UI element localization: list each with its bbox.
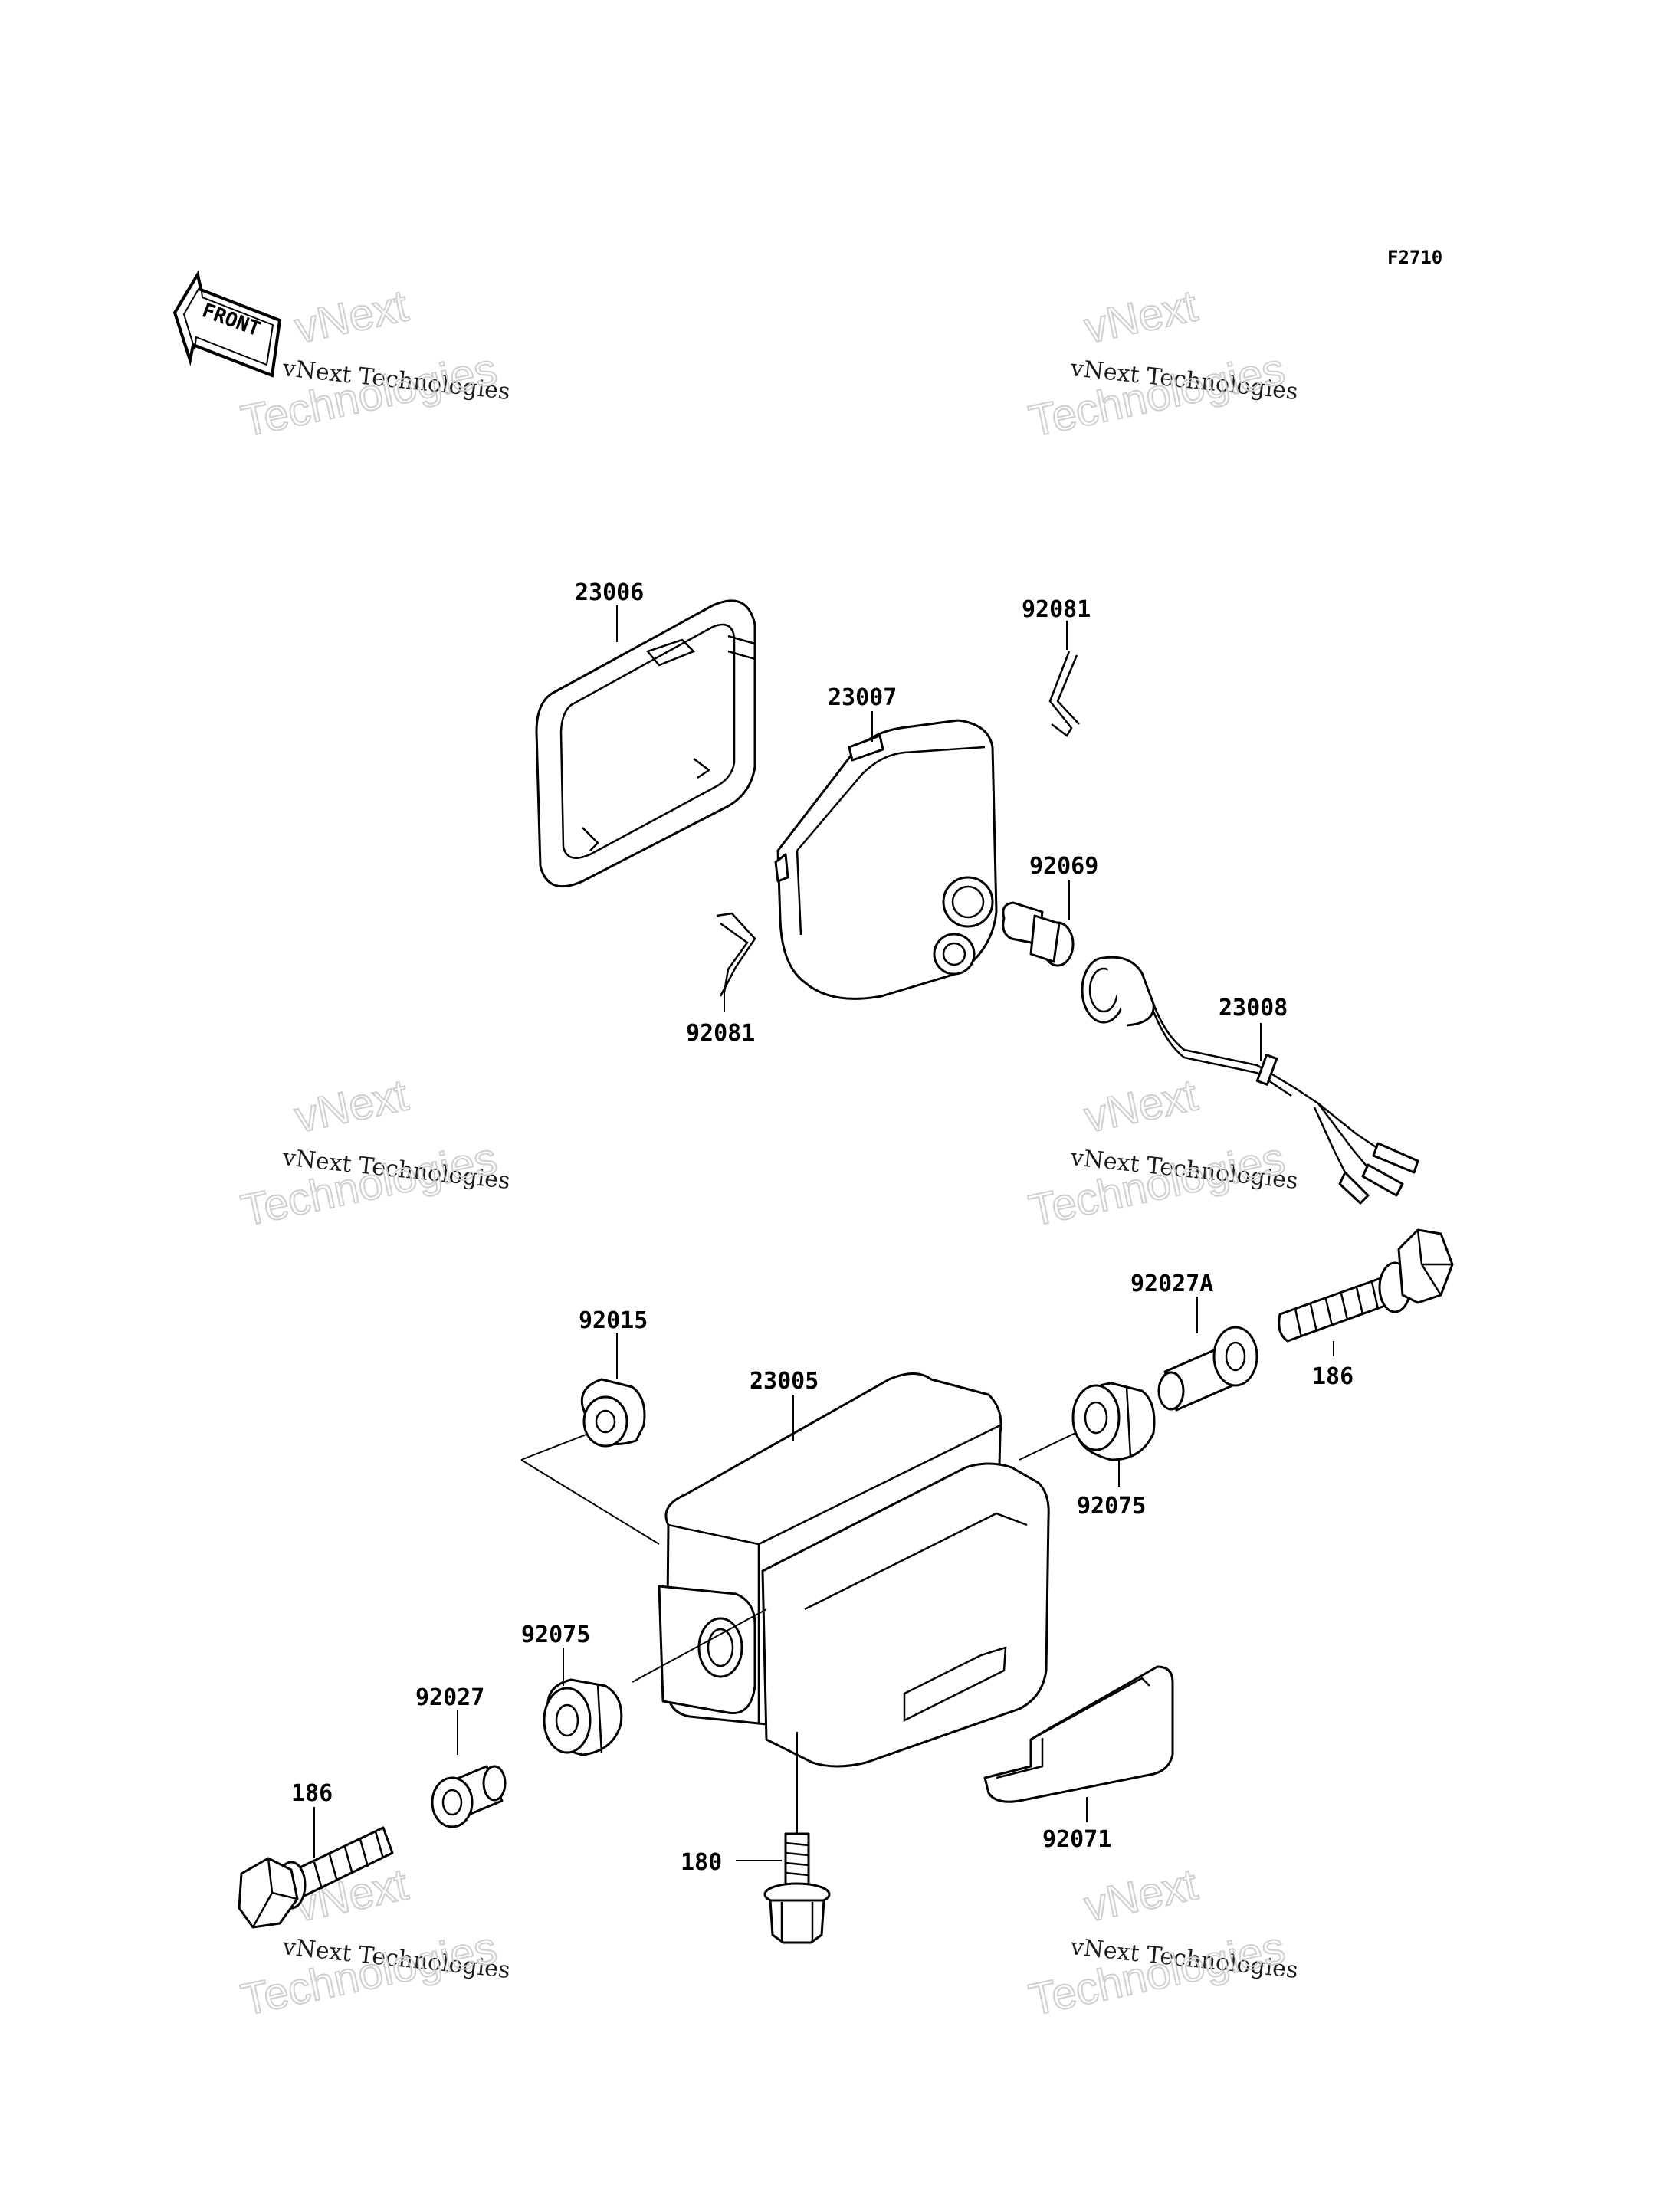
svg-text:vNext: vNext bbox=[1080, 1070, 1202, 1142]
svg-text:Technologies: Technologies bbox=[1025, 1133, 1289, 1236]
part-92069-bulb bbox=[1002, 901, 1075, 967]
part-23006-rim bbox=[535, 599, 756, 888]
part-23008-socket-harness bbox=[1081, 956, 1419, 1205]
part-186-left-bolt bbox=[238, 1826, 394, 1929]
label-92027: 92027 bbox=[415, 1684, 484, 1711]
part-23007-housing bbox=[774, 719, 998, 1000]
part-92081-bottom-clip bbox=[716, 912, 756, 997]
part-92015-collar bbox=[580, 1378, 646, 1448]
label-92071: 92071 bbox=[1042, 1826, 1111, 1853]
svg-text:Technologies: Technologies bbox=[1025, 344, 1289, 447]
label-92081-bottom: 92081 bbox=[686, 1020, 755, 1047]
label-92081-top: 92081 bbox=[1022, 596, 1091, 623]
label-186-left: 186 bbox=[291, 1780, 333, 1807]
part-92027-sleeve bbox=[431, 1765, 507, 1828]
svg-text:Technologies: Technologies bbox=[237, 344, 501, 447]
label-23005: 23005 bbox=[750, 1368, 819, 1395]
label-23007: 23007 bbox=[828, 684, 897, 711]
watermark-top-left: vNext vNext Technologies Technologies bbox=[236, 280, 511, 447]
watermark-mid-left: vNext vNext Technologies Technologies bbox=[236, 1069, 511, 1236]
watermark-bottom-right: vNext vNext Technologies Technologies bbox=[1024, 1858, 1299, 2025]
figure-code: F2710 bbox=[1387, 247, 1442, 268]
svg-text:vNext: vNext bbox=[1080, 1859, 1202, 1931]
part-23005-case bbox=[658, 1372, 1050, 1768]
svg-text:Technologies: Technologies bbox=[1025, 1923, 1289, 2025]
label-92075-left: 92075 bbox=[521, 1622, 590, 1648]
label-92015: 92015 bbox=[579, 1307, 648, 1334]
label-92027A: 92027A bbox=[1130, 1271, 1213, 1297]
part-92027A-sleeve bbox=[1157, 1326, 1258, 1412]
svg-text:vNext: vNext bbox=[290, 280, 412, 353]
part-92075-right-grommet bbox=[1071, 1382, 1156, 1461]
label-92069: 92069 bbox=[1029, 853, 1098, 880]
label-23008: 23008 bbox=[1219, 995, 1288, 1021]
label-92075-right: 92075 bbox=[1077, 1493, 1146, 1520]
part-180-bolt bbox=[763, 1832, 831, 1944]
part-92075-left-grommet bbox=[543, 1678, 623, 1756]
svg-text:vNext: vNext bbox=[1080, 280, 1202, 353]
label-186-right: 186 bbox=[1312, 1363, 1354, 1390]
label-23006: 23006 bbox=[575, 579, 644, 606]
watermark-top-right: vNext vNext Technologies Technologies bbox=[1024, 280, 1299, 447]
part-92071-band bbox=[983, 1665, 1174, 1803]
part-92081-top-clip bbox=[1048, 651, 1080, 737]
svg-text:vNext: vNext bbox=[290, 1070, 412, 1142]
front-arrow-icon: FRONT bbox=[172, 270, 282, 378]
svg-text:Technologies: Technologies bbox=[237, 1133, 501, 1236]
watermark-mid-right: vNext vNext Technologies Technologies bbox=[1024, 1069, 1299, 1236]
label-180: 180 bbox=[681, 1849, 722, 1876]
part-186-right-bolt bbox=[1278, 1228, 1454, 1343]
svg-text:Technologies: Technologies bbox=[237, 1923, 501, 2025]
